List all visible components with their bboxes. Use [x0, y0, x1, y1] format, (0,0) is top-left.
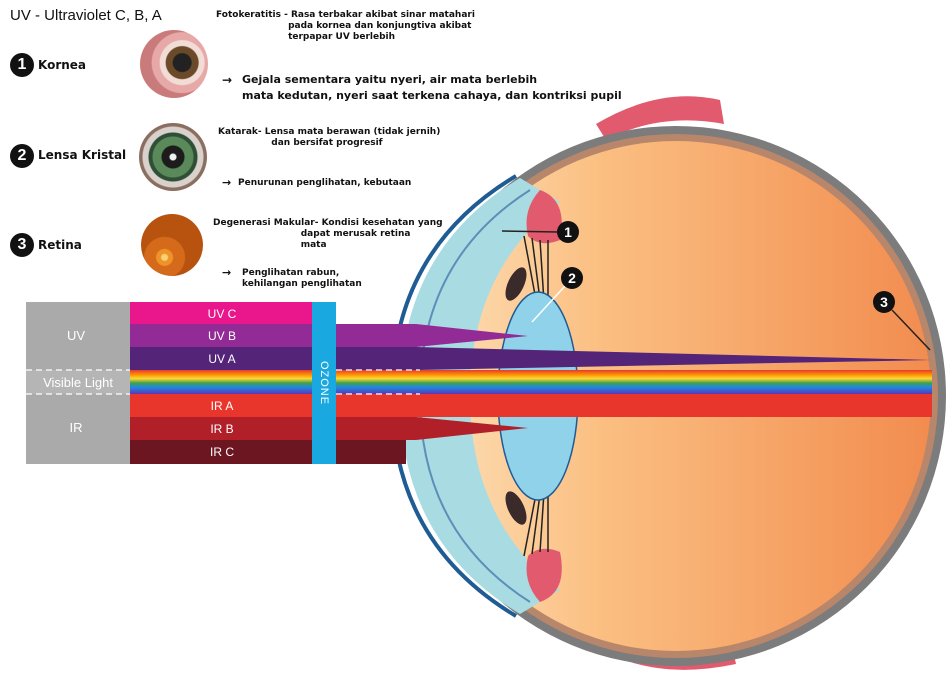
ozone-label: OZONE	[318, 361, 330, 405]
group-visible-label: Visible Light	[43, 375, 113, 390]
marker-2-label: 2	[568, 270, 576, 286]
marker-1-label: 1	[564, 224, 572, 240]
band-ira	[130, 394, 932, 417]
band-label-irc: IR C	[210, 445, 234, 459]
band-label-uva: UV A	[208, 352, 235, 366]
leader-line-1	[502, 231, 558, 232]
band-label-uvb: UV B	[208, 329, 236, 343]
band-label-ira: IR A	[211, 399, 234, 413]
band-visible	[130, 370, 932, 394]
marker-3-label: 3	[880, 294, 888, 310]
band-label-uvc: UV C	[208, 307, 237, 321]
beam-irc	[336, 440, 406, 464]
band-label-irb: IR B	[210, 422, 233, 436]
beam-irb	[336, 417, 416, 440]
beam-uvb	[336, 324, 416, 347]
group-uv-label: UV	[67, 328, 85, 343]
beam-uva	[336, 347, 416, 370]
group-ir-label: IR	[70, 420, 83, 435]
